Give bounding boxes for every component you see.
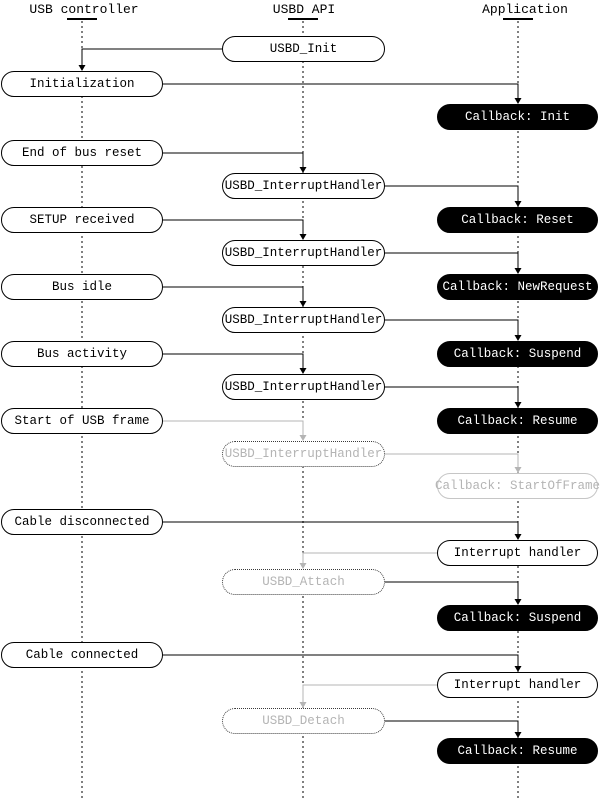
node-callback-resume-1: Callback: Resume — [437, 408, 598, 434]
node-bus-idle: Bus idle — [1, 274, 163, 300]
node-usbd-interrupthandler-4: USBD_InterruptHandler — [222, 374, 385, 400]
arrow-cable-disconnected-to-interrupt-handler — [163, 521, 522, 540]
arrow-start-of-usb-frame-to-handler-inactive — [163, 420, 307, 441]
arrow-handler-to-cb-resume — [385, 386, 522, 408]
node-end-of-bus-reset: End of bus reset — [1, 140, 163, 166]
node-usbd-detach-inactive: USBD_Detach — [222, 708, 385, 734]
arrow-usbd-attach-to-cb-suspend — [385, 581, 522, 605]
arrow-handler-to-cb-startofframe-inactive — [385, 453, 522, 473]
arrow-interrupt-handler-to-usbd-attach-inactive — [299, 552, 437, 569]
arrow-usbd-init-to-initialization — [78, 48, 222, 71]
arrow-handler-to-cb-newrequest — [385, 252, 522, 274]
node-usbd-interrupthandler-1: USBD_InterruptHandler — [222, 173, 385, 199]
node-usbd-interrupthandler-2: USBD_InterruptHandler — [222, 240, 385, 266]
node-callback-init: Callback: Init — [437, 104, 598, 130]
arrow-cable-connected-to-interrupt-handler — [163, 654, 522, 672]
arrow-initialization-to-cb-init — [163, 83, 522, 104]
lane-label-usbd-api: USBD API — [272, 2, 336, 17]
node-callback-newrequest: Callback: NewRequest — [437, 274, 598, 300]
node-cable-disconnected: Cable disconnected — [1, 509, 163, 535]
node-callback-resume-2: Callback: Resume — [437, 738, 598, 764]
node-usbd-attach-inactive: USBD_Attach — [222, 569, 385, 595]
lane-label-application: Application — [482, 2, 568, 17]
arrow-bus-idle-to-handler — [163, 286, 307, 307]
node-callback-suspend-1: Callback: Suspend — [437, 341, 598, 367]
arrow-setup-received-to-handler — [163, 219, 307, 240]
node-usbd-init: USBD_Init — [222, 36, 385, 62]
node-start-of-usb-frame: Start of USB frame — [1, 408, 163, 434]
arrow-usbd-detach-to-cb-resume — [385, 720, 522, 738]
node-bus-activity: Bus activity — [1, 341, 163, 367]
arrow-handler-to-cb-reset — [385, 185, 522, 207]
node-cable-connected: Cable connected — [1, 642, 163, 668]
node-initialization: Initialization — [1, 71, 163, 97]
node-interrupt-handler-1: Interrupt handler — [437, 540, 598, 566]
node-callback-startofframe-inactive: Callback: StartOfFrame — [435, 473, 600, 499]
node-interrupt-handler-2: Interrupt handler — [437, 672, 598, 698]
node-callback-suspend-2: Callback: Suspend — [437, 605, 598, 631]
node-callback-reset: Callback: Reset — [437, 207, 598, 233]
arrow-handler-to-cb-suspend — [385, 319, 522, 341]
arrow-end-of-bus-reset-to-handler — [163, 152, 307, 173]
lane-label-usb-controller: USB controller — [29, 2, 139, 17]
node-usbd-interrupthandler-3: USBD_InterruptHandler — [222, 307, 385, 333]
arrow-bus-activity-to-handler — [163, 353, 307, 374]
arrow-interrupt-handler-to-usbd-detach-inactive — [299, 684, 437, 708]
node-usbd-interrupthandler-5-inactive: USBD_InterruptHandler — [222, 441, 385, 467]
node-setup-received: SETUP received — [1, 207, 163, 233]
